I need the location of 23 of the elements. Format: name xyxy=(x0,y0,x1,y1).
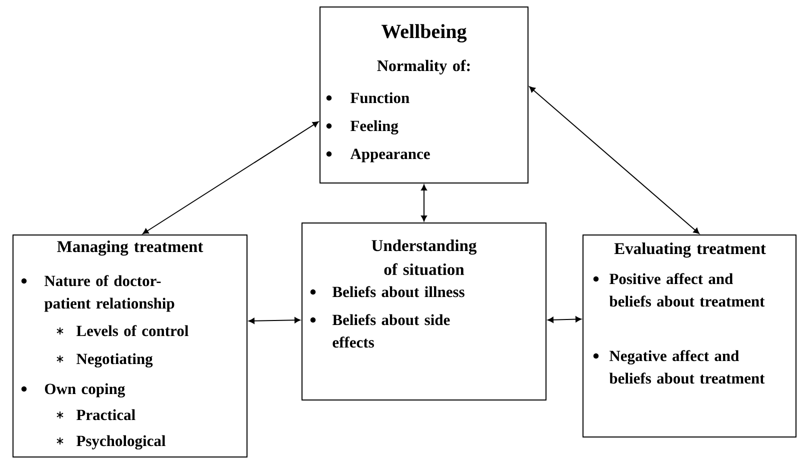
heading: Normality of: xyxy=(377,60,470,74)
list-item: Beliefs about illness xyxy=(332,286,464,298)
double-arrow xyxy=(529,86,700,234)
heading: Evaluating treatment xyxy=(614,242,766,258)
list-item: Nature of doctor-patient relationship xyxy=(44,275,174,312)
list-item: Negative affect and beliefs about treatment xyxy=(609,350,765,384)
double-arrow xyxy=(548,316,582,323)
list-item: Feeling xyxy=(350,120,398,134)
list-item: Levels of control xyxy=(76,325,188,336)
heading: Wellbeing xyxy=(382,24,467,42)
list-item: Practical xyxy=(76,409,136,420)
list-item: Psychological xyxy=(76,435,166,450)
list-item: Positive affect and beliefs about treatment xyxy=(609,273,765,307)
list-item: Function xyxy=(350,92,410,104)
heading: Understanding of situation xyxy=(372,240,477,276)
heading: Managing treatment xyxy=(57,240,204,256)
list-item: Beliefs about side effects xyxy=(332,314,450,348)
list-item: Appearance xyxy=(350,148,430,162)
double-arrow xyxy=(421,184,427,222)
double-arrow xyxy=(142,121,319,234)
double-arrow xyxy=(248,317,300,324)
list-item: Negotiating xyxy=(76,353,153,368)
list-item: Own coping xyxy=(44,383,125,398)
